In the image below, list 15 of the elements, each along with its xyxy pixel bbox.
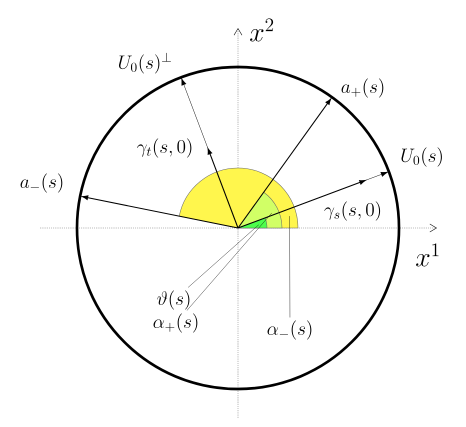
leader-line	[188, 224, 259, 288]
angle-label: $\alpha_{+}(s)$	[154, 313, 198, 333]
leader-line	[186, 212, 272, 311]
angle-label: $\alpha_{-}(s)$	[268, 320, 312, 340]
vector-label: $U_{0}(s)$	[402, 147, 442, 167]
leader-line	[289, 216, 290, 318]
vector-label: $U_{0}(s)^{\perp}$	[119, 52, 171, 74]
vector-label: $a_{+}(s)$	[342, 78, 384, 98]
axis-label: $x^{1}$	[416, 243, 439, 266]
axis-label: $x^{2}$	[250, 18, 274, 42]
vector-label: $a_{-}(s)$	[20, 173, 62, 193]
angle-sector	[238, 218, 268, 228]
vector-label: $\gamma_{s}(s,0)$	[324, 201, 380, 221]
angle-label: $\vartheta(s)$	[157, 290, 190, 310]
vector-label: $\gamma_{t}(s,0)$	[137, 138, 192, 158]
